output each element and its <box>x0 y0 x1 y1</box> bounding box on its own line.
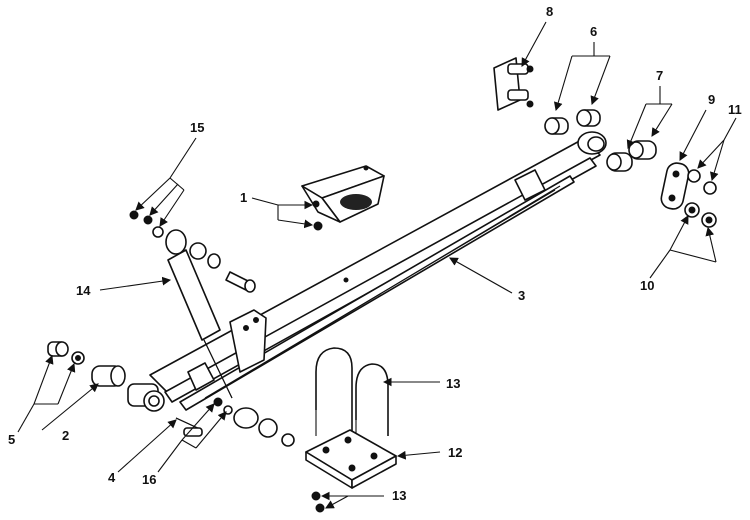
callout-1: 1 <box>240 190 247 205</box>
u-bolts <box>315 347 389 444</box>
spring-hanger-plate <box>493 57 534 111</box>
bump-stop-bracket <box>301 165 385 231</box>
spring-rear-eye <box>127 383 165 412</box>
left-bushing-and-nut <box>47 341 126 387</box>
spring-tie-plate <box>305 429 397 489</box>
callout-13-lower: 13 <box>392 488 406 503</box>
axle-seat-block <box>229 309 267 373</box>
callout-13-upper: 13 <box>446 376 460 391</box>
callout-5: 5 <box>8 432 15 447</box>
u-bolt-nuts <box>311 491 325 513</box>
callout-3: 3 <box>518 288 525 303</box>
callout-8: 8 <box>546 4 553 19</box>
callout-7: 7 <box>656 68 663 83</box>
callout-10: 10 <box>640 278 654 293</box>
callout-6: 6 <box>590 24 597 39</box>
callout-15: 15 <box>190 120 204 135</box>
callout-16: 16 <box>142 472 156 487</box>
callout-9: 9 <box>708 92 715 107</box>
callout-labels: 1 2 3 4 5 6 7 8 9 10 11 12 13 13 14 15 1… <box>8 4 742 503</box>
nuts-right <box>684 169 717 228</box>
bushings-front <box>606 140 657 172</box>
bushings-upper-right <box>544 109 601 135</box>
callout-2: 2 <box>62 428 69 443</box>
callout-11: 11 <box>728 102 742 117</box>
shackle-plate <box>660 162 690 210</box>
spring-front-eye <box>577 131 607 155</box>
center-bolt <box>175 417 203 437</box>
shock-upper-hardware <box>129 210 256 293</box>
callout-4: 4 <box>108 470 116 485</box>
callout-14: 14 <box>76 283 91 298</box>
leader-lines <box>17 21 737 509</box>
shock-absorber <box>165 229 278 438</box>
callout-12: 12 <box>448 445 462 460</box>
